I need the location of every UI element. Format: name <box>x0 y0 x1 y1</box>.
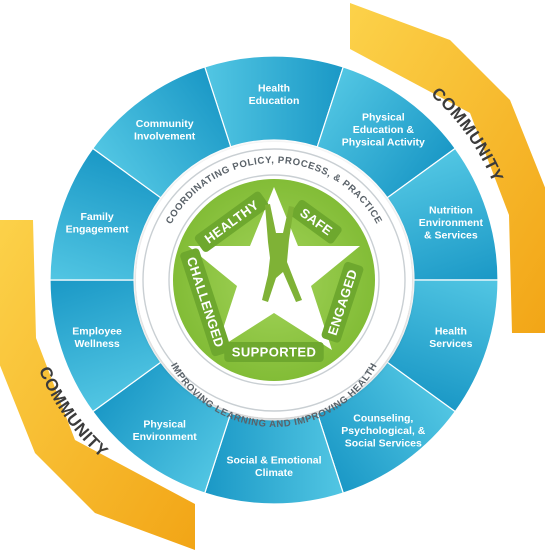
component-segment-label-line: Involvement <box>134 130 196 142</box>
community-arc-bottom <box>0 220 195 550</box>
component-segment: Counseling,Psychological, &Social Servic… <box>316 361 457 494</box>
component-segment-label-line: Education & <box>353 124 415 136</box>
component-segment-label-line: Education <box>249 95 300 107</box>
inner-ring-outline <box>142 148 406 412</box>
component-segment-label-line: Nutrition <box>429 205 473 217</box>
component-segment-label-line: Physical <box>143 419 186 431</box>
community-arc-top <box>350 3 545 333</box>
inner-ring-inline <box>168 174 380 386</box>
component-segment-label-line: Social Services <box>345 437 422 449</box>
component-segment-label-line: Physical Activity <box>342 137 425 149</box>
jumping-child-icon <box>262 204 302 302</box>
component-segment-label-line: Environment <box>133 431 198 443</box>
component-segment-label: Counseling,Psychological, &Social Servic… <box>341 412 425 449</box>
component-segment-shape <box>91 66 232 199</box>
star-word-ribbon <box>290 199 342 244</box>
star-word-ribbon <box>180 248 231 357</box>
component-segment-label-line: Psychological, & <box>341 425 425 437</box>
component-segment-label-line: Employee <box>72 326 122 338</box>
component-segment-label-line: Health <box>435 326 467 338</box>
component-segment-label-line: Community <box>136 118 194 130</box>
component-segment-label-line: Engagement <box>66 223 130 235</box>
star-word-ribbon <box>321 261 364 343</box>
component-segment-label-line: Health <box>258 82 290 94</box>
component-segment-label-line: Services <box>429 338 472 350</box>
component-segment-label-line: Counseling, <box>353 412 413 424</box>
star-word-ribbon <box>224 342 324 362</box>
component-segment-label-line: & Services <box>424 230 478 242</box>
component-segment-label-line: Social & Emotional <box>226 454 321 466</box>
component-segment-label-line: Wellness <box>74 338 119 350</box>
star-word-ribbon <box>194 191 269 252</box>
component-segment-label-line: Climate <box>255 467 293 479</box>
star-word-badge: SUPPORTED <box>224 342 324 362</box>
star-word-label: SUPPORTED <box>232 345 317 360</box>
component-segment-label-line: Environment <box>419 217 484 229</box>
component-segment-label-line: Family <box>80 211 113 223</box>
component-segment-label-line: Physical <box>362 112 405 124</box>
